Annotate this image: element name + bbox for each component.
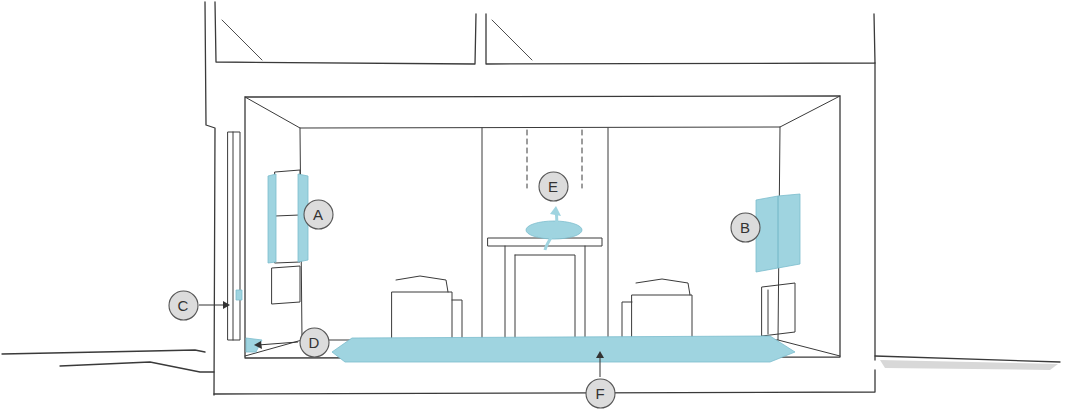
callout-letter: F	[585, 378, 616, 409]
exterior-wall	[205, 2, 215, 395]
callout-circle-shape	[300, 328, 329, 357]
shutter-b	[756, 194, 800, 272]
upper-room-line	[222, 20, 532, 60]
arrowhead	[254, 341, 262, 349]
ground	[2, 350, 214, 372]
callout-circle: C	[168, 290, 199, 321]
callout-circle: F	[585, 378, 616, 409]
callout-circle-shape	[304, 200, 333, 229]
callout-circle: E	[538, 171, 569, 202]
airflow-arrow	[545, 212, 557, 250]
callout-letter: D	[299, 327, 330, 358]
ceiling-line	[245, 96, 840, 128]
rug	[332, 336, 795, 362]
mantel	[488, 238, 602, 246]
callout-letter: B	[730, 212, 761, 243]
shutter-a	[268, 174, 308, 263]
upper-wall	[486, 14, 875, 64]
callout-circle: A	[303, 199, 334, 230]
callout-letter: C	[168, 290, 199, 321]
callout-circle-shape	[586, 379, 615, 408]
arrowhead	[223, 301, 230, 309]
callout-letter: A	[303, 199, 334, 230]
callout-circle-shape	[539, 172, 568, 201]
leader-line	[258, 342, 298, 345]
window-frame	[228, 132, 240, 340]
radiator	[272, 266, 300, 304]
airflow-head	[550, 206, 561, 216]
room-outline	[245, 96, 840, 358]
chimney-breast	[482, 128, 608, 340]
gravel-band	[880, 360, 1058, 370]
callout-circle: B	[730, 212, 761, 243]
fireplace	[505, 246, 585, 340]
window-reveal	[275, 170, 300, 263]
draught-strip	[236, 290, 242, 300]
callout-circle-shape	[731, 213, 760, 242]
arrowhead	[596, 351, 604, 358]
gravel	[880, 360, 1058, 370]
callout-circle: D	[299, 327, 330, 358]
back-wall	[300, 127, 780, 340]
upper-wall	[215, 2, 476, 64]
radiator	[762, 283, 795, 336]
floor-gap-seal	[246, 338, 262, 352]
exterior-wall	[874, 63, 875, 360]
floor-slab	[214, 370, 875, 394]
callout-letter: E	[538, 171, 569, 202]
callout-circle-shape	[169, 291, 198, 320]
